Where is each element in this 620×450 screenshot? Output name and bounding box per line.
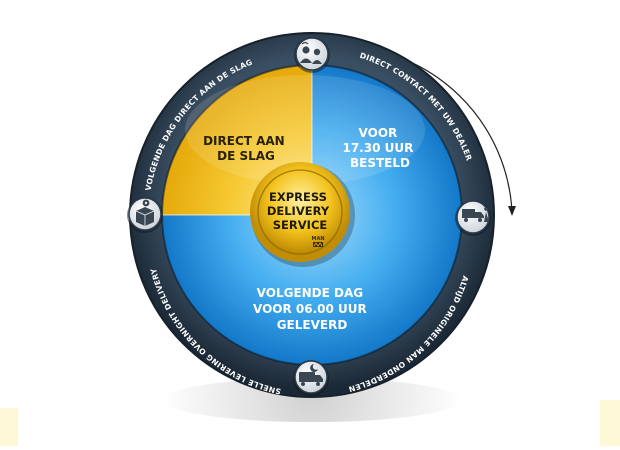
hub (250, 162, 350, 262)
man-logo: MAN (311, 236, 325, 247)
segment-label-ordered: VOOR 17.30 UUR BESTELD (342, 126, 417, 170)
floor-shadow (162, 378, 462, 422)
parts-box-icon (127, 197, 163, 233)
delivery-truck-icon (455, 200, 491, 236)
contact-people-icon (294, 37, 330, 73)
hub-label: EXPRESS DELIVERY SERVICE (267, 190, 333, 232)
corner-accent-left (0, 408, 18, 446)
corner-accent-right (600, 400, 620, 446)
hub-inner-ring (257, 169, 343, 255)
night-van-icon (293, 360, 329, 396)
progress-arrow-head (508, 206, 516, 216)
svg-text:MAN: MAN (311, 236, 324, 242)
segment-label-delivered: VOLGENDE DAG VOOR 06.00 UUR GELEVERD (253, 286, 371, 332)
disc-gloss (185, 75, 425, 185)
segment-label-direct: DIRECT AAN DE SLAG (203, 134, 289, 163)
